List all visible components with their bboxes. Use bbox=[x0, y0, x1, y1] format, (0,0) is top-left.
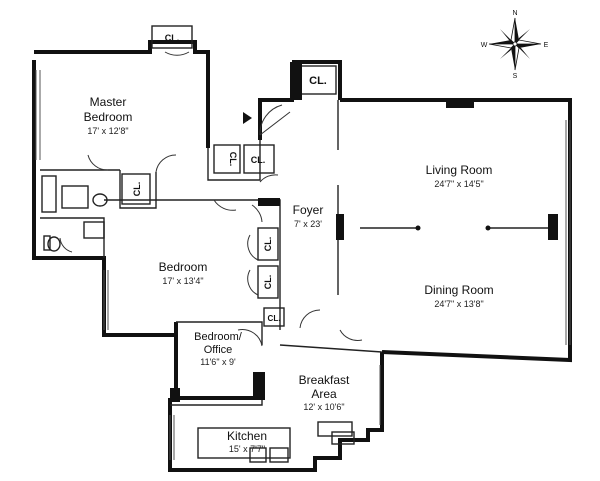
closet-label-top: CL. bbox=[165, 33, 180, 43]
master-bedroom-dims: 17' x 12'8" bbox=[87, 126, 128, 136]
compass-n: N bbox=[512, 10, 517, 17]
bedroom-office-label-line2: Office bbox=[204, 344, 233, 356]
kitchen-fixtures bbox=[197, 421, 355, 463]
dining-room-label: Dining Room bbox=[424, 283, 493, 297]
closet-label-linen: CL. bbox=[228, 152, 238, 167]
closet-label-bath: CL. bbox=[132, 182, 142, 197]
bathroom-fixtures bbox=[41, 175, 108, 252]
bedroom-label: Bedroom bbox=[159, 260, 208, 274]
closet-label-bedroom-2: CL. bbox=[263, 275, 273, 290]
compass-e: E bbox=[544, 42, 549, 49]
compass-rose: N S E W bbox=[481, 10, 549, 80]
closet-label-bedroom-1: CL. bbox=[263, 237, 273, 252]
room-labels: Master Bedroom 17' x 12'8" Bedroom 17' x… bbox=[84, 95, 494, 454]
bedroom-dims: 17' x 13'4" bbox=[162, 276, 203, 286]
kitchen-dims: 15' x 7'7" bbox=[229, 444, 265, 454]
dining-room-dims: 24'7" x 13'8" bbox=[434, 299, 483, 309]
compass-s: S bbox=[513, 73, 518, 80]
compass-star-icon bbox=[488, 17, 542, 71]
ceiling-fixtures bbox=[360, 225, 548, 231]
closet-label-foyer: CL. bbox=[251, 155, 266, 165]
entry-arrow bbox=[243, 112, 252, 124]
bedroom-office-label-line1: Bedroom/ bbox=[194, 331, 243, 343]
compass-w: W bbox=[481, 42, 488, 49]
living-room-dims: 24'7" x 14'5" bbox=[434, 179, 483, 189]
windows bbox=[35, 70, 571, 460]
structural-columns bbox=[170, 62, 558, 402]
breakfast-area-label-line1: Breakfast bbox=[299, 373, 350, 387]
breakfast-area-dims: 12' x 10'6" bbox=[303, 402, 344, 412]
closet-label-entry: CL. bbox=[309, 75, 327, 87]
closet-labels: CL. CL. CL. CL. CL. CL. CL. CL. bbox=[132, 33, 327, 323]
master-bedroom-label-line1: Master bbox=[90, 95, 127, 109]
living-room-label: Living Room bbox=[426, 163, 493, 177]
kitchen-label: Kitchen bbox=[227, 429, 267, 443]
bedroom-office-dims: 11'6" x 9' bbox=[200, 357, 236, 367]
doors bbox=[59, 51, 363, 347]
breakfast-area-label-line2: Area bbox=[311, 387, 337, 401]
foyer-dims: 7' x 23' bbox=[294, 219, 322, 229]
closet-label-office: CL. bbox=[268, 314, 281, 323]
foyer-label: Foyer bbox=[293, 203, 324, 217]
master-bedroom-label-line2: Bedroom bbox=[84, 110, 133, 124]
